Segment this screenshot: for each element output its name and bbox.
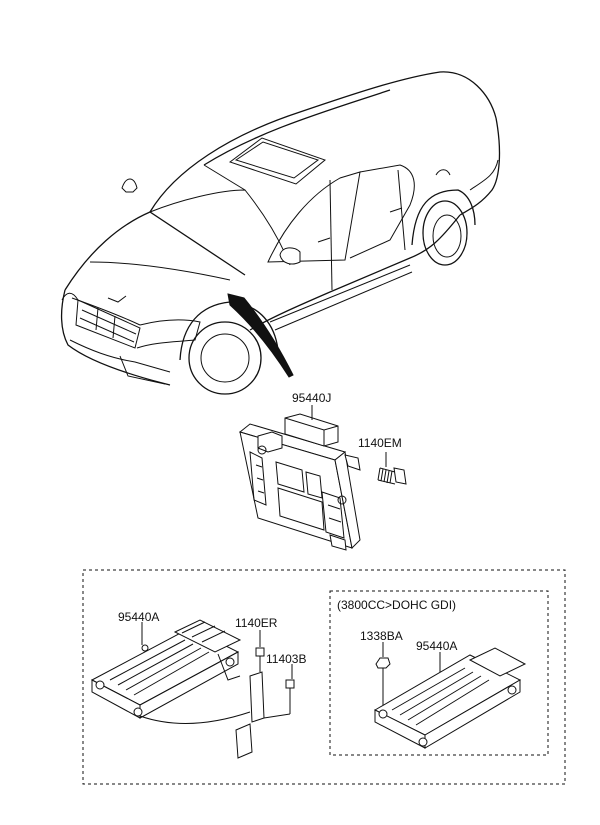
label-1338ba: 1338BA — [360, 629, 403, 643]
label-1140em: 1140EM — [358, 436, 402, 450]
label-95440j: 95440J — [292, 391, 331, 405]
label-95440a-left: 95440A — [118, 610, 159, 624]
label-gdi-variant: (3800CC>DOHC GDI) — [337, 598, 456, 612]
bolt-1140er — [255, 647, 265, 672]
ecu-right-module — [373, 647, 527, 749]
variant-frame — [82, 569, 566, 785]
ecu-left-module — [90, 619, 242, 719]
bolt-11403b — [285, 679, 295, 714]
label-1140er: 1140ER — [235, 616, 278, 630]
bolt-1140em — [377, 467, 407, 485]
car-illustration — [60, 71, 501, 395]
bracket-left — [139, 671, 291, 759]
ecu-main-module — [238, 413, 361, 551]
label-11403b: 11403B — [266, 652, 306, 666]
gdi-variant-frame — [329, 590, 549, 756]
label-95440a-right: 95440A — [416, 639, 457, 653]
nut-1338ba — [375, 657, 391, 705]
